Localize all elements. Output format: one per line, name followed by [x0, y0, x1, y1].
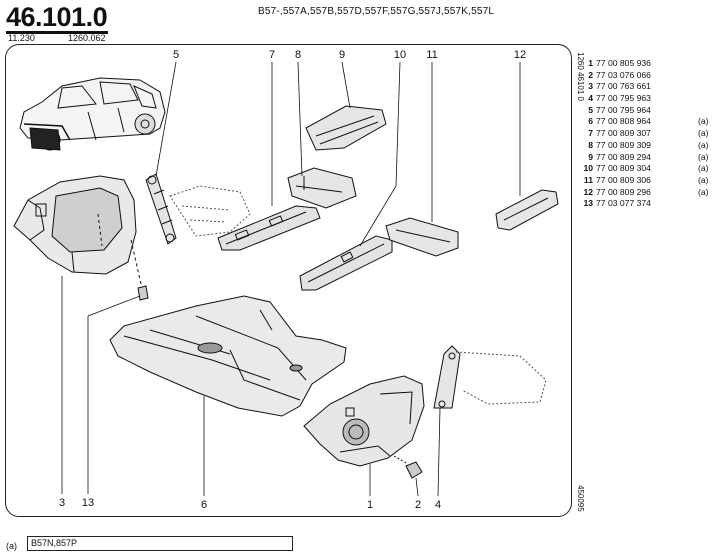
- body-context-outline: [169, 185, 251, 237]
- callout-6: 6: [200, 499, 208, 511]
- part-4-rear-bracket: [433, 345, 547, 409]
- model-list: B57-,557A,557B,557D,557F,557G,557J,557K,…: [258, 6, 495, 17]
- section-code: 11.230: [8, 33, 35, 43]
- callout-7: 7: [268, 49, 276, 61]
- callout-8: 8: [294, 49, 302, 61]
- part-8-seat-member: [287, 167, 357, 209]
- part-12-small-reinforcement: [495, 189, 559, 231]
- part-6-floor-panel: [109, 295, 347, 417]
- part-5-strut: [145, 173, 177, 245]
- callout-2: 2: [414, 499, 422, 511]
- part-11-rear-member: [385, 217, 459, 257]
- part-7-cross-member: [217, 205, 321, 251]
- part-13-bracket: [130, 239, 149, 301]
- part-2-clip: [393, 455, 423, 479]
- leader-lines: [61, 61, 521, 497]
- callout-5: 5: [172, 49, 180, 61]
- callout-4: 4: [434, 499, 442, 511]
- car-illustration: [19, 77, 166, 151]
- callout-3: 3: [58, 497, 66, 509]
- callout-9: 9: [338, 49, 346, 61]
- callout-13: 13: [81, 497, 95, 509]
- part-3-front-arch: [13, 175, 137, 275]
- footnote-key: (a): [6, 541, 17, 551]
- diagram-frame: [5, 44, 572, 517]
- part-1-rear-arch: [303, 375, 425, 467]
- page-number: 46.101.0: [6, 2, 108, 32]
- part-9-reinforcement: [305, 105, 387, 151]
- callout-1: 1: [366, 499, 374, 511]
- callout-12: 12: [513, 49, 527, 61]
- part-10-rail: [299, 235, 393, 291]
- callout-10: 10: [393, 49, 407, 61]
- title-underline: [6, 31, 108, 34]
- footnote-box: B57N,857P: [27, 536, 293, 551]
- reference-code: 1260.062: [68, 33, 106, 43]
- callout-11: 11: [426, 49, 438, 61]
